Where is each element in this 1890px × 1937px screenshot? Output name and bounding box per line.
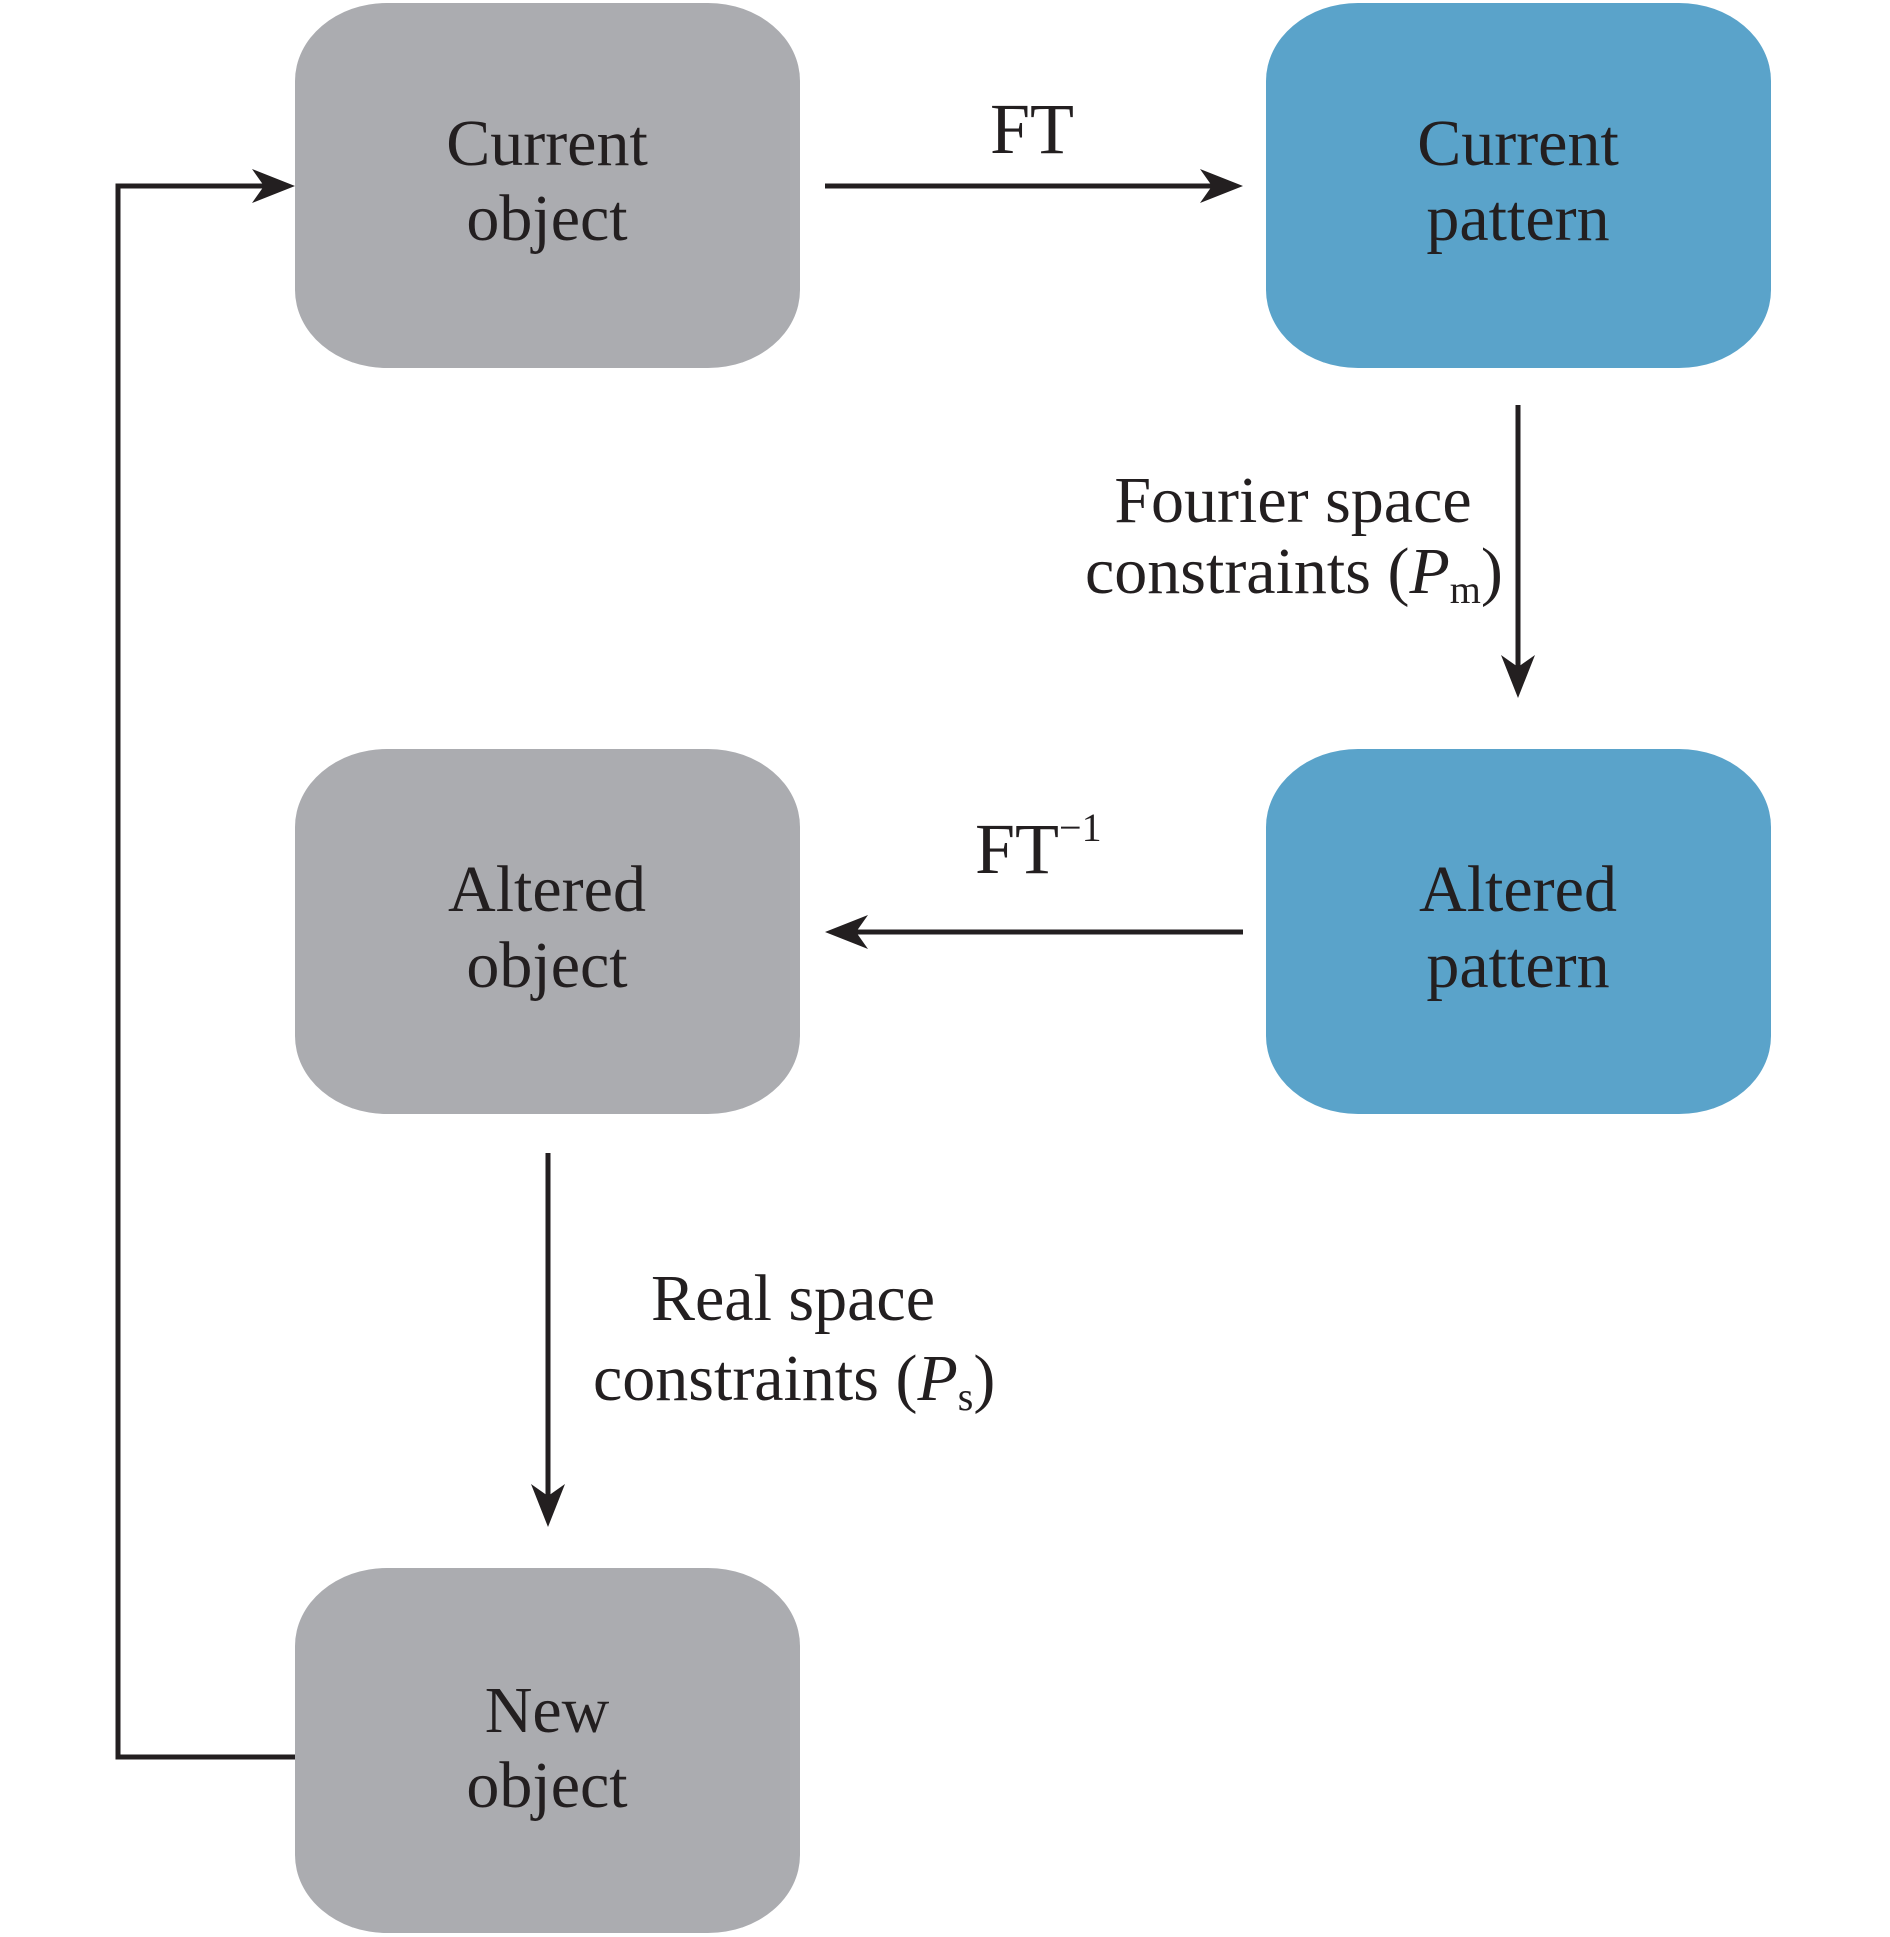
edge-label-line-2: constraints (Pm) (1085, 535, 1503, 612)
arrowhead-left-icon (825, 915, 868, 949)
symbol-p: P (916, 1342, 957, 1415)
label-text: constraints ( (1085, 535, 1409, 608)
node-box-current-object (295, 3, 800, 368)
node-altered-object[interactable]: Altered object (295, 749, 800, 1114)
edge-ft: FT (825, 89, 1243, 203)
node-current-pattern[interactable]: Current pattern (1266, 3, 1771, 368)
node-altered-pattern[interactable]: Altered pattern (1266, 749, 1771, 1114)
node-box-new-object (295, 1568, 800, 1933)
label-ft: FT (975, 809, 1059, 889)
superscript-minus-one: −1 (1059, 805, 1102, 850)
label-text: constraints ( (593, 1342, 917, 1415)
node-label-line-1: Current (446, 107, 648, 180)
node-box-altered-pattern (1266, 749, 1771, 1114)
subscript-s: s (958, 1374, 974, 1419)
node-label-line-1: New (485, 1674, 610, 1747)
node-label-line-2: object (466, 182, 627, 255)
node-current-object[interactable]: Current object (295, 3, 800, 368)
edge-feedback-loop (115, 169, 295, 1760)
loop-line (115, 183, 295, 1760)
arrowhead-down-icon (1501, 655, 1535, 698)
close-paren: ) (973, 1342, 995, 1415)
edge-label-ft: FT (990, 89, 1074, 169)
arrowhead-right-icon (252, 169, 295, 203)
node-label-line-2: pattern (1426, 182, 1609, 255)
node-label-line-2: pattern (1426, 929, 1609, 1002)
arrowhead-down-icon (531, 1484, 565, 1527)
node-box-altered-object (295, 749, 800, 1114)
edge-label-line-1: Real space (651, 1262, 935, 1335)
edge-fourier-constraints: Fourier space constraints (Pm) (1085, 405, 1535, 698)
edge-label-line-1: Fourier space (1114, 464, 1471, 537)
edge-label-line-2: constraints (Ps) (593, 1342, 995, 1419)
edge-label-ft-inverse: FT−1 (975, 805, 1102, 889)
node-new-object[interactable]: New object (295, 1568, 800, 1933)
subscript-m: m (1450, 567, 1481, 612)
node-box-current-pattern (1266, 3, 1771, 368)
node-label-line-1: Current (1417, 107, 1619, 180)
edge-real-constraints: Real space constraints (Ps) (531, 1153, 995, 1527)
node-label-line-2: object (466, 1749, 627, 1822)
arrowhead-right-icon (1200, 169, 1243, 203)
close-paren: ) (1481, 535, 1503, 608)
node-label-line-2: object (466, 929, 627, 1002)
edge-ft-inverse: FT−1 (825, 805, 1243, 949)
node-label-line-1: Altered (448, 853, 646, 926)
symbol-p: P (1408, 535, 1449, 608)
node-label-line-1: Altered (1419, 853, 1617, 926)
